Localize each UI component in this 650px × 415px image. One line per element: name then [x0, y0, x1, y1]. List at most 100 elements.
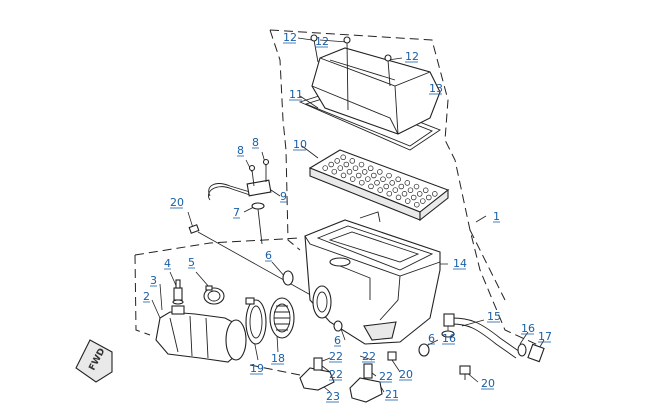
filter-perforation [426, 194, 432, 201]
callout: 16 [442, 332, 456, 345]
filter-perforation [361, 169, 368, 175]
callout: 20 [481, 377, 495, 390]
filter-perforation [414, 201, 420, 208]
filter-perforation [404, 198, 411, 204]
filter-perforation [340, 172, 347, 179]
filter-perforation [343, 161, 350, 168]
filter-perforation [407, 187, 414, 193]
part-breather-assembly [208, 158, 272, 245]
filter-perforation [346, 169, 353, 175]
filter-perforation [383, 183, 389, 190]
callout: 19 [250, 362, 264, 375]
callout-label: 5 [188, 256, 195, 269]
filter-perforation [352, 165, 359, 171]
callout: 22 [362, 350, 376, 363]
callout-label: 12 [405, 50, 419, 63]
filter-perforation [358, 161, 365, 168]
part-sensor-fitting [172, 279, 184, 305]
part-intake-clamp [245, 297, 267, 345]
part-drain-plug-middle [387, 351, 397, 361]
part-air-box-cover [311, 47, 441, 135]
callout: 22 [329, 368, 343, 381]
callout-label: 20 [170, 196, 184, 209]
callout: 11 [289, 88, 303, 101]
filter-perforation [392, 187, 399, 193]
filter-perforation [410, 194, 417, 201]
callout-label: 8 [252, 136, 259, 149]
part-hose-clamp [203, 285, 225, 305]
callout-label: 17 [538, 330, 552, 343]
part-filter-element [308, 149, 450, 222]
callout-label: 2 [143, 290, 150, 303]
filter-perforation [334, 158, 340, 164]
callout: 12 [283, 31, 297, 44]
callout-label: 12 [315, 35, 329, 48]
filter-perforation [322, 165, 328, 171]
filter-perforation [422, 187, 429, 194]
filter-perforation [365, 176, 371, 182]
assembly-boundary-lines [134, 29, 539, 381]
callout-label: 23 [326, 390, 340, 403]
callout-label: 6 [334, 334, 341, 347]
callout: 6 [334, 334, 341, 347]
filter-perforation [398, 183, 405, 190]
filter-perforation [349, 176, 356, 182]
part-grommet-lower [333, 320, 343, 332]
filter-perforation [340, 154, 346, 161]
part-mount-bracket-right [349, 363, 383, 403]
callout: 13 [429, 82, 443, 95]
filter-perforation [337, 165, 344, 171]
filter-perforation [377, 187, 383, 193]
callout: 14 [453, 257, 467, 270]
callout-label: 3 [150, 274, 157, 287]
callout: 12 [315, 35, 329, 48]
part-drain-plug-right [459, 365, 471, 380]
filter-perforation [328, 161, 334, 168]
filter-perforation [377, 169, 383, 175]
callout: 18 [271, 352, 285, 365]
callout-label: 22 [362, 350, 376, 363]
callout: 8 [237, 144, 244, 157]
filter-perforation [386, 172, 392, 179]
callout: 7 [233, 206, 240, 219]
filter-perforation [404, 180, 411, 186]
filter-perforation [416, 191, 423, 197]
callout: 6 [428, 332, 435, 345]
callout-label: 1 [493, 210, 500, 223]
filter-perforation [368, 183, 374, 190]
filter-perforation [371, 172, 377, 179]
callout: 23 [326, 390, 340, 403]
filter-perforation [420, 198, 426, 204]
filter-perforation [389, 180, 395, 186]
part-intake-duct [155, 305, 247, 363]
part-hose-clip-upper [441, 330, 455, 338]
part-cover-screws [310, 34, 392, 111]
callout-label: 20 [399, 368, 413, 381]
callout-label: 13 [429, 82, 443, 95]
callout: 2 [143, 290, 150, 303]
filter-perforation [432, 191, 438, 197]
callout: 3 [150, 274, 157, 287]
callout: 22 [329, 350, 343, 363]
part-drain-plug-left [188, 224, 200, 234]
callout: 22 [379, 370, 393, 383]
filter-perforation [331, 168, 338, 175]
part-grommet-right [418, 343, 430, 357]
callout-label: 16 [442, 332, 456, 345]
part-air-box-body [304, 211, 441, 345]
filter-perforation [349, 158, 356, 164]
callout: 9 [280, 190, 287, 203]
callout-label: 11 [289, 88, 303, 101]
callout-label: 22 [329, 368, 343, 381]
callout-label: 18 [271, 352, 285, 365]
filter-perforation [413, 183, 420, 190]
callout-label: 7 [233, 206, 240, 219]
filter-perforation [395, 194, 402, 201]
callout: 15 [487, 310, 501, 323]
callout: 20 [399, 368, 413, 381]
direction-marker: FWD [75, 339, 113, 383]
callout-label: 20 [481, 377, 495, 390]
callout-label: 19 [250, 362, 264, 375]
callout-label: 21 [385, 388, 399, 401]
part-intake-mouth [312, 285, 332, 319]
